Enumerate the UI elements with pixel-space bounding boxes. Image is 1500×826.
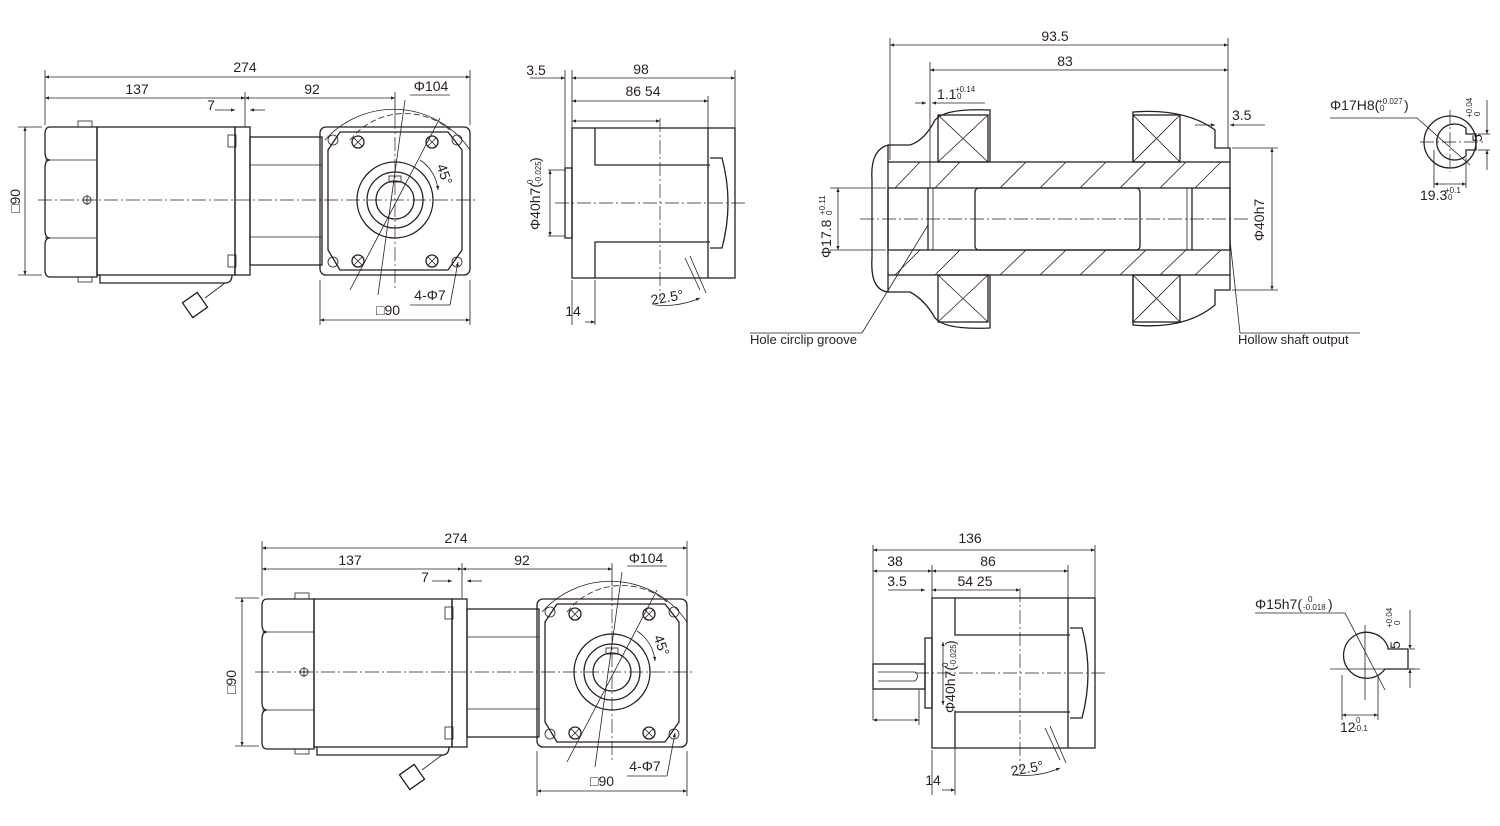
pilot-close: ) — [942, 640, 958, 645]
label-hollow-shaft-output: Hollow shaft output — [1238, 332, 1349, 347]
pilot-tol-lower: -0.025 — [534, 161, 543, 184]
dim-overall-length: 274 — [233, 59, 257, 75]
pilot-tol-upper: 0 — [941, 662, 950, 667]
dim-section-overall: 93.5 — [1041, 28, 1068, 44]
dim-pilot-dia: Φ40h7( — [527, 183, 543, 230]
dim-angle-45: 45° — [434, 162, 456, 187]
pilot-close: ) — [527, 157, 543, 162]
dim-groove-dia: Φ17.8 — [818, 219, 834, 258]
solid-shaft-detail: Φ15h7( 0 -0.018 ) 5 +0.04 0 12 0 -0.1 — [1255, 595, 1420, 735]
groove-dia-tol-lower: 0 — [825, 210, 834, 215]
dim-key-depth: 19.3 — [1420, 187, 1447, 203]
pilot-tol-upper: 0 — [526, 179, 535, 184]
dim-groove-width: 1.1 — [937, 86, 957, 102]
dim-angle-22-5: 22.5° — [1010, 757, 1045, 778]
shaft-tol-lower: -0.018 — [1303, 603, 1326, 612]
dim-gearbox-length: 92 — [514, 552, 530, 568]
dim-output-dia: Φ40h7 — [1251, 199, 1267, 242]
dim-spigot: 3.5 — [526, 62, 546, 78]
dim-mount-holes: 4-Φ7 — [414, 287, 446, 303]
shaft-tol-upper: 0 — [1308, 595, 1313, 604]
flat-tol-lower: -0.1 — [1354, 724, 1368, 733]
key-tol-upper: +0.04 — [1465, 97, 1474, 118]
dim-mount-holes: 4-Φ7 — [629, 758, 661, 774]
dim-pcd: Φ104 — [414, 78, 449, 94]
dim-flat: 12 — [1340, 719, 1356, 735]
bore-tol-upper: +0.027 — [1378, 97, 1403, 106]
dim-bore: Φ17H8( — [1330, 97, 1380, 113]
flat-tol-upper: 0 — [1356, 716, 1361, 725]
groove-dia-tol-upper: +0.11 — [818, 195, 827, 215]
dim-section-inner: 83 — [1057, 53, 1073, 69]
label-hole-circlip-groove: Hole circlip groove — [750, 332, 857, 347]
dim-flange-thickness: 14 — [565, 303, 581, 319]
pilot-tol-lower: -0.025 — [949, 644, 958, 667]
hollow-front-view: 274 137 92 7 Φ104 □90 □90 4-Φ7 45° — [7, 59, 479, 325]
dim-square-bottom: □90 — [376, 302, 400, 318]
bore-close: ) — [1404, 97, 1409, 113]
dim-flange-gap: 7 — [207, 97, 215, 113]
dim-key-width: 5 — [1387, 641, 1403, 649]
dim-side-inner: 86 54 — [625, 83, 660, 99]
groove-tol-lower: 0 — [957, 92, 962, 101]
dim-pilot-dia: Φ40h7( — [942, 666, 958, 713]
dim-side-overall: 98 — [633, 61, 649, 77]
solid-side-view: 136 38 86 3.5 54 25 Φ40h7( 0 -0.025 ) 14… — [872, 530, 1105, 795]
key-tol-lower: 0 — [1393, 620, 1402, 625]
dim-offset: 3.5 — [1232, 107, 1252, 123]
dim-square-side: □90 — [223, 670, 239, 694]
shaft-close: ) — [1328, 596, 1333, 612]
key-tol-upper: +0.04 — [1385, 607, 1394, 628]
dim-side-overall: 136 — [958, 530, 982, 546]
dim-square-bottom: □90 — [590, 773, 614, 789]
dim-overall-length: 274 — [444, 530, 468, 546]
dim-body-length: 86 — [980, 553, 996, 569]
hollow-side-view: 3.5 98 86 54 Φ40h7( 0 -0.025 ) 14 22.5° — [526, 61, 745, 325]
dim-motor-length: 137 — [125, 81, 149, 97]
dim-key-width: 5 — [1469, 134, 1485, 142]
depth-tol-lower: 0 — [1448, 193, 1453, 202]
bore-tol-lower: 0 — [1380, 104, 1385, 113]
dim-flange-gap: 7 — [421, 569, 429, 585]
dim-side-inner: 54 25 — [957, 573, 992, 589]
hollow-keyway-detail: Φ17H8( +0.027 0 ) 5 +0.04 0 19.3 +0.1 0 — [1330, 97, 1490, 203]
dim-shaft-length: 38 — [887, 553, 903, 569]
dim-motor-length: 137 — [338, 552, 362, 568]
dim-flange-thickness: 14 — [925, 772, 941, 788]
key-tol-lower: 0 — [1473, 111, 1482, 116]
dim-pcd: Φ104 — [629, 550, 664, 566]
depth-tol-upper: +0.1 — [1445, 186, 1461, 195]
dim-square-side: □90 — [7, 189, 23, 213]
dim-gearbox-length: 92 — [304, 81, 320, 97]
groove-tol-upper: +0.14 — [955, 85, 976, 94]
dim-angle-22-5: 22.5° — [650, 286, 685, 307]
solid-front-view: 274 137 92 7 Φ104 □90 □90 4-Φ7 45° — [223, 530, 696, 796]
dim-shaft-dia: Φ15h7( — [1255, 596, 1302, 612]
hollow-shaft-section: 93.5 83 1.1 +0.14 0 3.5 Φ17.8 +0.11 0 Φ4… — [750, 28, 1360, 347]
dim-angle-45: 45° — [651, 633, 673, 658]
dim-spigot: 3.5 — [887, 573, 907, 589]
